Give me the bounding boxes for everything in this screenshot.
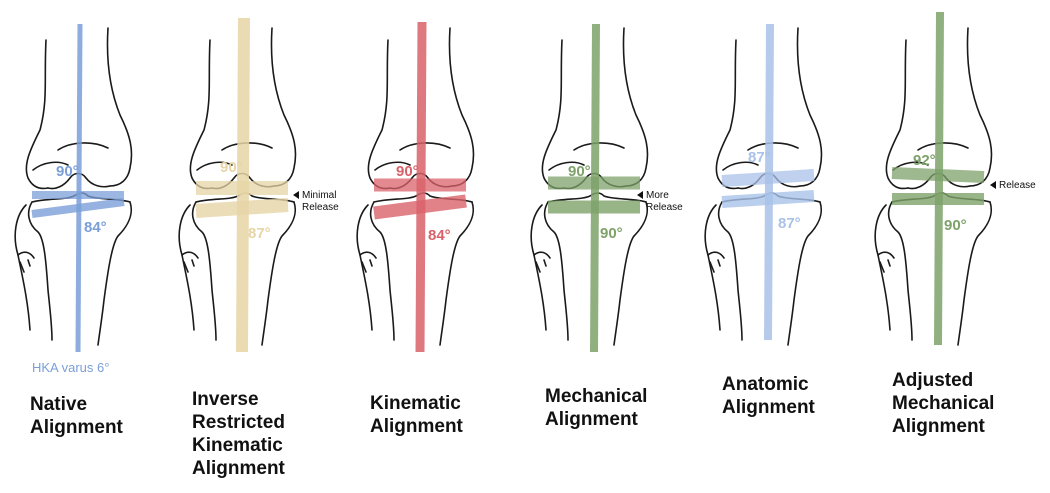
panel-kinematic: 90° 84° [357,22,473,352]
caption-line: Restricted [192,411,285,434]
caption-line: Native [30,393,123,416]
caption-line: Alignment [892,415,994,438]
side-note-text: Release [302,202,339,213]
tibial-angle-label: 90° [944,217,967,234]
caption-line: Alignment [545,408,647,431]
caption-line: Inverse [192,388,285,411]
side-note-text: Release [646,202,683,213]
femoral-cut-band [722,175,814,181]
femoral-cut-band [892,173,984,177]
caption-line: Alignment [370,415,463,438]
caption-line: Kinematic [370,392,463,415]
femoral-angle-label: 87° [748,149,771,166]
side-note-text: More [646,190,669,201]
side-note-text: Release [999,180,1036,191]
femoral-angle-label: 90° [396,163,419,180]
side-note-text: Minimal [302,190,336,201]
axis-line [78,24,80,352]
arrow-left-icon [990,181,996,189]
hka-note: HKA varus 6° [32,360,109,375]
tibial-cut-band [374,201,466,213]
tibial-angle-label: 90° [600,225,623,242]
caption-line: Alignment [30,416,123,439]
femoral-angle-label: 90° [220,159,243,176]
tibial-cut-band [722,196,814,202]
knee-sketch [15,28,131,345]
panel-native: 90° 84° HKA varus 6° [15,24,131,375]
caption-line: Alignment [192,457,285,480]
arrow-left-icon [293,191,299,199]
tibial-cut-band [196,205,288,211]
caption-line: Anatomic [722,373,815,396]
tibial-angle-label: 84° [84,219,107,236]
caption-line: Mechanical [545,385,647,408]
tibial-angle-label: 84° [428,227,451,244]
tibial-angle-label: 87° [248,225,271,242]
panel-anatomic: 87° 87° [705,24,821,345]
caption-line: Adjusted [892,369,994,392]
tibial-angle-label: 87° [778,215,801,232]
femoral-angle-label: 92° [913,152,936,169]
caption-line: Mechanical [892,392,994,415]
caption-line: Alignment [722,396,815,419]
caption-line: Kinematic [192,434,285,457]
femoral-angle-label: 90° [568,163,591,180]
femoral-angle-label: 90° [56,163,79,180]
panel-adjusted: 92° 90° Release [875,12,1036,345]
knee-sketch [875,28,991,345]
arrow-left-icon [637,191,643,199]
